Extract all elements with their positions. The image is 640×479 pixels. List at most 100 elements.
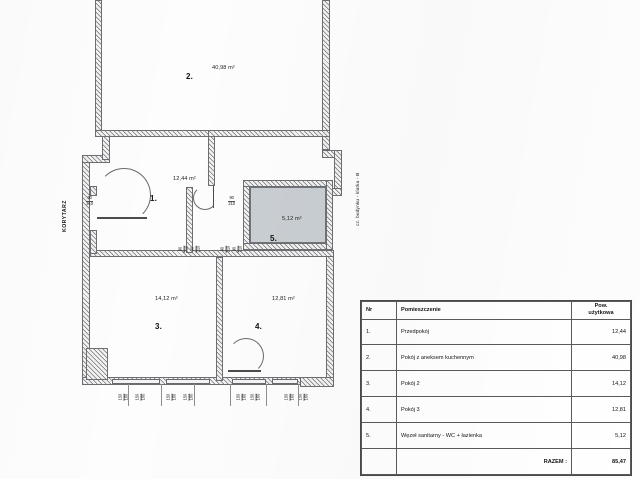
window-sill-4: [272, 379, 298, 384]
window-dimension-3: 150 160: [166, 393, 177, 401]
total-label: RAZEM :: [396, 448, 572, 475]
window-dimension-6: 150 160: [250, 393, 261, 401]
floor-plan-drawing: KORYTARZ cz. budynku - klatka - B 2. 40,…: [62, 0, 361, 406]
row-area: 40,98: [571, 344, 631, 372]
window-sill-1: [112, 379, 160, 384]
room-schedule-header: Nr Pomieszczenie Pow. użytkowa: [361, 301, 631, 320]
door-dimension-room3-a: 90 210: [178, 245, 189, 253]
room-area-1: 12,44 m²: [173, 176, 196, 182]
table-header-row: Nr Pomieszczenie Pow. użytkowa: [361, 301, 631, 320]
wall-hall-left-partition: [90, 230, 97, 254]
window-dimension-4: 150 160: [183, 393, 194, 401]
window-sill-3: [232, 379, 266, 384]
window-dimension-2: 150 160: [135, 393, 146, 401]
wall-outer-upper-left: [95, 0, 102, 136]
row-area: 12,44: [571, 318, 631, 346]
row-area: 12,81: [571, 396, 631, 424]
wall-bath-bottom: [243, 243, 333, 250]
header-usable-area-line1: Pow.: [594, 303, 608, 309]
row-nr: 5.: [361, 422, 397, 450]
wall-outer-right: [326, 250, 334, 384]
row-room-name: Pokój 3: [396, 396, 572, 424]
wall-bottom-left-pilaster: [86, 348, 108, 380]
window-dimension-7-height: 160: [289, 393, 295, 401]
header-nr: Nr: [361, 301, 397, 320]
door-dimension-hall-right-width: 90: [228, 195, 236, 202]
door-dimension-room3-a-height: 210: [183, 245, 189, 253]
wall-upper-left-return: [95, 130, 215, 137]
room-area-5: 5,12 m²: [282, 216, 302, 222]
wall-room2-bottom-segment: [208, 130, 330, 137]
dimension-tick-1: [128, 384, 129, 406]
door-dimension-room4-a-height: 210: [225, 245, 231, 253]
wall-bath-top: [243, 180, 333, 187]
room-area-2: 40,98 m²: [212, 65, 235, 71]
window-dimension-8-height: 160: [303, 393, 309, 401]
wall-hall-mid-partition: [186, 187, 193, 253]
table-row: 1. Przedpokój 12,44: [361, 318, 631, 346]
wall-room2-bottom-right: [208, 130, 215, 186]
row-room-name: Pokój z aneksem kuchennym: [396, 344, 572, 372]
total-blank-cell: [361, 448, 397, 475]
door-arc-entry: [97, 168, 151, 222]
dimension-tick-3: [194, 384, 195, 406]
header-usable-area-line2: użytkowa: [588, 310, 614, 317]
header-room-name: Pomieszczenie: [396, 301, 572, 320]
row-room-name: Przedpokój: [396, 318, 572, 346]
door-dimension-room3-b-height: 210: [195, 245, 201, 253]
wall-bottom-right-block: [300, 377, 334, 387]
total-area: 85,47: [571, 448, 631, 475]
window-sill-2: [166, 379, 210, 384]
window-dimension-6-height: 160: [255, 393, 261, 401]
wall-room3-room4-partition: [216, 257, 223, 381]
dimension-tick-4: [230, 384, 231, 406]
window-dimension-2-height: 160: [140, 393, 146, 401]
wall-outer-upper-right: [322, 0, 330, 150]
dimension-tick-2: [161, 384, 162, 406]
room-schedule-table: Nr Pomieszczenie Pow. użytkowa 1. Przedp…: [360, 300, 632, 476]
door-arc-room4: [228, 338, 264, 374]
window-dimension-5-height: 160: [241, 393, 247, 401]
row-room-name: Węzeł sanitarny - WC + łazienka: [396, 422, 572, 450]
door-arc-hall-right: [193, 186, 217, 210]
edge-label-building-part: cz. budynku - klatka - B: [356, 172, 361, 226]
door-dimension-room4-a: 90 210: [220, 245, 231, 253]
room-number-4: 4.: [255, 322, 263, 331]
table-row: 3. Pokój 2 14,12: [361, 370, 631, 398]
row-nr: 1.: [361, 318, 397, 346]
window-dimension-5: 150 160: [236, 393, 247, 401]
table-row: 5. Węzeł sanitarny - WC + łazienka 5,12: [361, 422, 631, 450]
window-dimension-3-height: 160: [171, 393, 177, 401]
row-nr: 2.: [361, 344, 397, 372]
edge-label-corridor: KORYTARZ: [62, 200, 68, 232]
room-number-2: 2.: [186, 72, 194, 81]
bathroom-fill-area: [250, 187, 326, 243]
room-area-4: 12,81 m²: [272, 296, 295, 302]
row-nr: 4.: [361, 396, 397, 424]
door-dimension-entry-width: 90: [86, 195, 94, 202]
header-usable-area: Pow. użytkowa: [571, 301, 631, 320]
window-dimension-8: 150 160: [298, 393, 309, 401]
door-dimension-entry: 90 210: [86, 195, 94, 206]
window-dimension-7: 150 160: [284, 393, 295, 401]
row-area: 5,12: [571, 422, 631, 450]
wall-bath-right: [326, 180, 333, 250]
door-dimension-room4-b-height: 210: [237, 245, 243, 253]
room-schedule: Nr Pomieszczenie Pow. użytkowa 1. Przedp…: [361, 301, 631, 475]
table-row: 4. Pokój 3 12,81: [361, 396, 631, 424]
room-schedule-body: 1. Przedpokój 12,44 2. Pokój z aneksem k…: [361, 318, 631, 475]
door-leaf-entry: [97, 217, 147, 219]
room-number-5: 5.: [270, 234, 278, 243]
table-row: 2. Pokój z aneksem kuchennym 40,98: [361, 344, 631, 372]
door-dimension-room3-b: 90 210: [190, 245, 201, 253]
room-number-1: 1.: [150, 194, 158, 203]
row-room-name: Pokój 2: [396, 370, 572, 398]
wall-hall-bottom: [90, 250, 334, 257]
door-leaf-room4: [228, 370, 261, 372]
door-dimension-hall-right: 90 210: [228, 195, 236, 206]
door-dimension-hall-right-height: 210: [228, 200, 235, 206]
row-nr: 3.: [361, 370, 397, 398]
dimension-tick-6: [298, 384, 299, 406]
door-dimension-entry-height: 210: [86, 200, 93, 206]
